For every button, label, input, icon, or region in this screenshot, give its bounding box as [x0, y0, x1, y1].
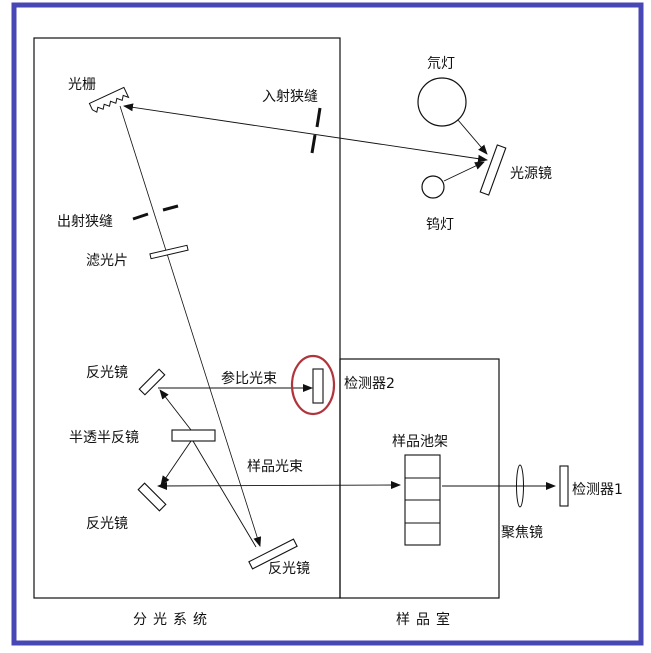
- monochromator-caption: 分光系统: [133, 612, 213, 628]
- focusing-lens-label: 聚焦镜: [501, 525, 543, 541]
- focusing-lens-icon: [516, 464, 524, 508]
- bottom-right-mirror-to-splitter: [192, 440, 257, 548]
- grating-icon: [88, 86, 130, 113]
- mirror-bottom-left-icon: [137, 482, 167, 512]
- detector1-label: 检测器1: [572, 482, 623, 498]
- splitter-to-top-mirror: [159, 389, 192, 431]
- tungsten-lamp-icon: [421, 175, 445, 199]
- sample-beam: [157, 481, 401, 490]
- filter-icon: [149, 244, 189, 260]
- tungsten-beam: [443, 161, 485, 182]
- source-mirror-icon: [479, 144, 507, 196]
- source-mirror-label: 光源镜: [510, 166, 552, 182]
- deuterium-beam: [457, 119, 488, 155]
- sample-chamber-caption: 样品室: [396, 611, 456, 628]
- exit-slit-icon: [132, 204, 179, 221]
- detector2-icon: [312, 368, 324, 404]
- grating-label: 光栅: [68, 77, 96, 93]
- splitter-to-bottom-mirror: [160, 440, 192, 486]
- beam-splitter-icon: [171, 429, 216, 442]
- monochromator-box: [33, 37, 341, 599]
- tungsten-lamp-label: 钨灯: [426, 217, 454, 233]
- beam-splitter-label: 半透半反镜: [69, 430, 139, 446]
- cell-holder-icon: [404, 454, 441, 546]
- outer-frame: [11, 2, 644, 646]
- mirror-bottom-right-icon: [248, 538, 298, 570]
- reference-beam-label: 参比光束: [221, 370, 277, 387]
- filter-label: 滤光片: [86, 253, 128, 269]
- source-to-grating-beam: [123, 103, 488, 163]
- cell-holder-label: 样品池架: [392, 434, 448, 450]
- entrance-slit-label: 入射狭缝: [262, 89, 318, 105]
- diffracted-beam: [119, 105, 262, 547]
- mirror-top-icon: [138, 368, 166, 396]
- exit-slit-label: 出射狭缝: [57, 214, 113, 230]
- mirror-bottom-right-label: 反光镜: [268, 561, 310, 577]
- sample-beam-label: 样品光束: [247, 459, 303, 475]
- detector1-icon: [559, 465, 569, 507]
- deuterium-lamp-icon: [417, 77, 467, 127]
- detector2-highlight-circle: [290, 354, 336, 416]
- mirror-bottom-left-label: 反光镜: [86, 516, 128, 532]
- sample-chamber-box: [339, 358, 500, 599]
- detector2-label: 检测器2: [344, 376, 395, 392]
- mirror-top-label: 反光镜: [86, 365, 128, 381]
- deuterium-lamp-label: 氘灯: [427, 56, 455, 72]
- entrance-slit-icon: [310, 107, 322, 154]
